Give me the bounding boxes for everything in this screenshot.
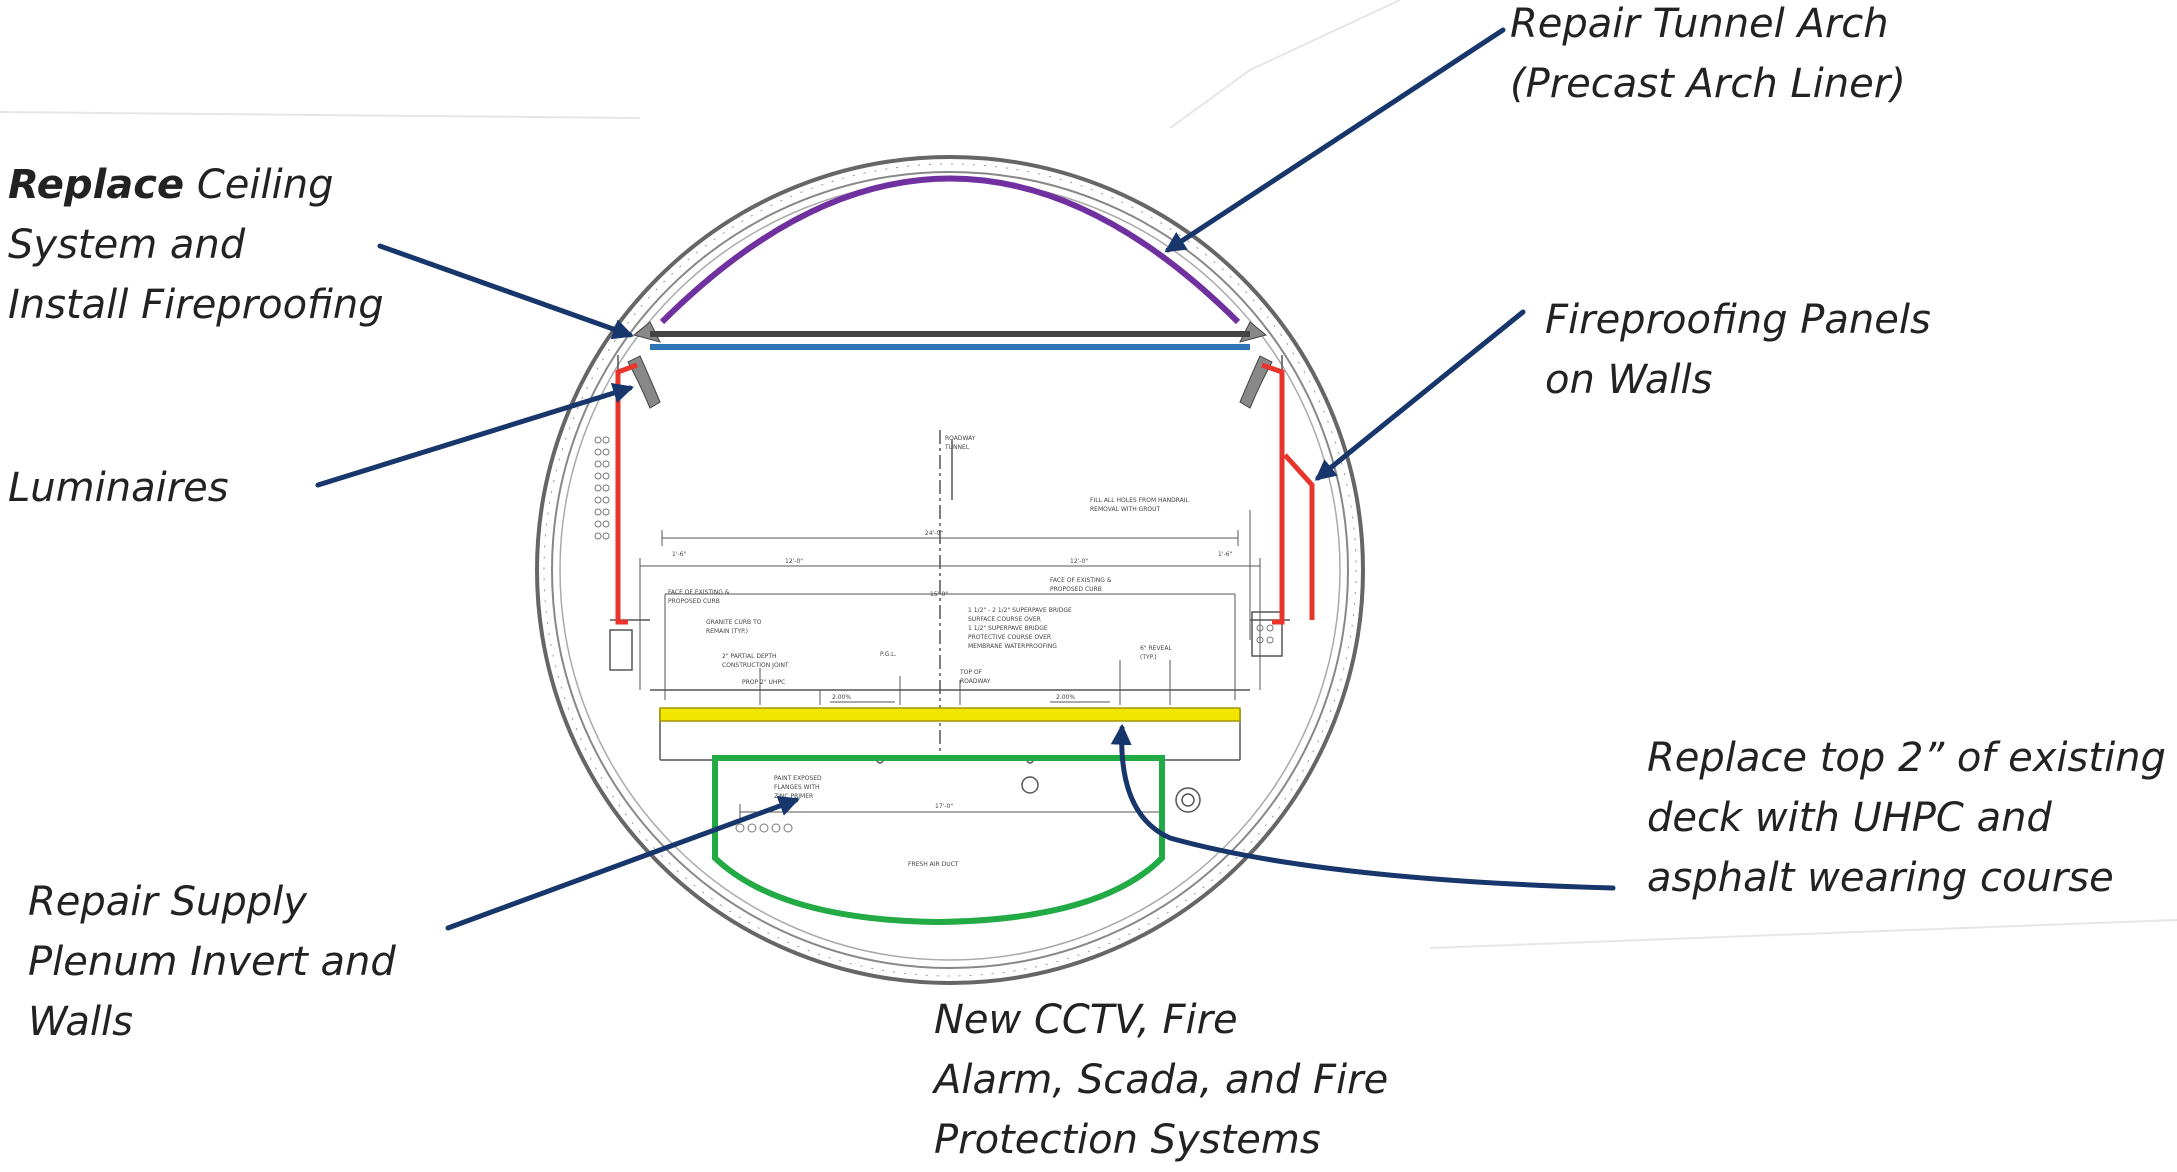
- callout-ceiling-line-3: Install Fireproofing: [8, 282, 384, 328]
- callout-deck-line-2: deck with UHPC and: [1647, 795, 2052, 841]
- prop-uhpc-label: PROP 2" UHPC: [742, 679, 785, 686]
- arrow-walls: [1314, 309, 1526, 481]
- fill-holes-label-2: REMOVAL WITH GROUT: [1090, 506, 1161, 513]
- wall-conduit-details: [594, 436, 1274, 833]
- uhpc-deck-overlay: [659, 707, 1241, 722]
- arrow-ceiling: [377, 243, 634, 340]
- top-roadway-label-2: ROADWAY: [960, 678, 991, 685]
- callout-repair-tunnel-arch: Repair Tunnel Arch (Precast Arch Liner): [1510, 0, 1906, 114]
- slope-right-label: 2.00%: [1056, 694, 1075, 701]
- callout-repair-plenum: Repair Supply Plenum Invert and Walls: [28, 872, 396, 1052]
- roadway-tunnel-label-2: TUNNEL: [944, 444, 970, 451]
- callout-fireproofing-walls: Fireproofing Panels on Walls: [1545, 290, 1931, 410]
- supply-plenum-outline: [712, 755, 1165, 926]
- top-roadway-label-1: TOP OF: [959, 669, 983, 676]
- superpave-label-1: 1 1/2" - 2 1/2" SUPERPAVE BRIDGE: [968, 607, 1072, 614]
- callout-ceiling-line-1: Replace Ceiling: [8, 155, 384, 215]
- roadway-tunnel-label-1: ROADWAY: [945, 435, 976, 442]
- fireproofing-panel-right-lower: [1283, 453, 1315, 620]
- callout-replace-ceiling: Replace Ceiling System and Install Firep…: [8, 155, 384, 335]
- granite-curb-label-1: GRANITE CURB TO: [706, 619, 762, 626]
- dim-curb-left: 1'-6": [672, 551, 686, 558]
- granite-curb-label-2: REMAIN (TYP.): [706, 628, 748, 635]
- callout-ceiling-line-2: System and: [8, 222, 246, 268]
- precast-arch-liner: [659, 175, 1241, 325]
- fireproofing-panel-right: [1261, 362, 1285, 625]
- paint-flanges-label-1: PAINT EXPOSED: [774, 775, 822, 782]
- drawing-annotations: ROADWAY TUNNEL FILL ALL HOLES FROM HANDR…: [668, 435, 1232, 868]
- callout-ceiling-line-1-rest: Ceiling: [184, 162, 334, 208]
- callout-ceiling-bold: Replace: [8, 162, 185, 208]
- face-curb-left-2: PROPOSED CURB: [668, 598, 720, 605]
- fill-holes-label-1: FILL ALL HOLES FROM HANDRAIL: [1090, 497, 1190, 504]
- dim-curb-right: 1'-6": [1218, 551, 1232, 558]
- callout-replace-deck: Replace top 2” of existing deck with UHP…: [1647, 728, 2166, 908]
- face-curb-right-1: FACE OF EXISTING &: [1050, 577, 1112, 584]
- callout-new-systems: New CCTV, Fire Alarm, Scada, and Fire Pr…: [934, 990, 1388, 1170]
- dim-duct: 17'-0": [935, 803, 953, 810]
- callout-arch-line-2: (Precast Arch Liner): [1510, 61, 1906, 107]
- superpave-label-4: PROTECTIVE COURSE OVER: [968, 634, 1051, 641]
- callout-plenum-line-2: Plenum Invert and: [28, 939, 396, 985]
- callout-systems-line-1: New CCTV, Fire: [934, 997, 1238, 1043]
- callout-systems-line-3: Protection Systems: [934, 1117, 1321, 1163]
- uhpc-joint-label-1: 2" PARTIAL DEPTH: [722, 653, 777, 660]
- face-curb-right-2: PROPOSED CURB: [1050, 586, 1102, 593]
- callout-plenum-line-1: Repair Supply: [28, 879, 307, 925]
- reveal-label-1: 6" REVEAL: [1140, 645, 1172, 652]
- arrow-luminaires: [315, 382, 635, 488]
- callout-walls-line-1: Fireproofing Panels: [1545, 297, 1931, 343]
- superpave-label-5: MEMBRANE WATERPROOFING: [968, 643, 1057, 650]
- callout-luminaires: Luminaires: [8, 458, 229, 518]
- arrow-plenum: [445, 795, 800, 931]
- paint-flanges-label-2: FLANGES WITH: [774, 784, 820, 791]
- callout-plenum-line-3: Walls: [28, 999, 133, 1045]
- fireproofing-panel-left: [615, 362, 638, 625]
- fresh-air-duct-label: FRESH AIR DUCT: [908, 861, 959, 868]
- dim-crown: 15'-0": [930, 591, 948, 598]
- callout-luminaires-line-1: Luminaires: [8, 465, 229, 511]
- superpave-label-2: SURFACE COURSE OVER: [968, 616, 1041, 623]
- background-panel-edges: [0, 0, 2177, 949]
- reveal-label-2: (TYP.): [1140, 654, 1157, 661]
- roadway-drawing-linework: [609, 334, 1290, 813]
- callout-arrows: [315, 27, 1616, 931]
- callout-deck-line-1: Replace top 2” of existing: [1647, 735, 2166, 781]
- callout-arch-line-1: Repair Tunnel Arch: [1510, 1, 1889, 47]
- callout-walls-line-2: on Walls: [1545, 357, 1713, 403]
- arrow-deck: [1110, 723, 1616, 891]
- slope-left-label: 2.00%: [832, 694, 851, 701]
- dim-right: 12'-0": [1070, 558, 1088, 565]
- tunnel-rings: [535, 155, 1365, 985]
- dim-left: 12'-0": [785, 558, 803, 565]
- uhpc-joint-label-2: CONSTRUCTION JOINT: [722, 662, 789, 669]
- superpave-label-3: 1 1/2" SUPERPAVE BRIDGE: [968, 625, 1048, 632]
- pgl-label: P.G.L.: [880, 651, 896, 658]
- arrow-arch: [1164, 27, 1506, 253]
- callout-deck-line-3: asphalt wearing course: [1647, 855, 2114, 901]
- dimension-lines: [639, 510, 1261, 820]
- callout-systems-line-2: Alarm, Scada, and Fire: [934, 1057, 1389, 1103]
- dim-overall: 24'-0": [925, 530, 943, 537]
- face-curb-left-1: FACE OF EXISTING &: [668, 589, 730, 596]
